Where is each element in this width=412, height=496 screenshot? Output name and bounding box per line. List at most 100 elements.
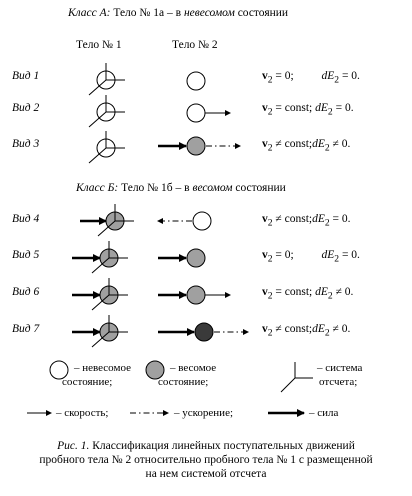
row-label-7: Вид 7 xyxy=(12,323,40,335)
legend-weightless-line-2: состояние; xyxy=(62,376,113,388)
row-label-5: Вид 5 xyxy=(12,249,40,261)
eq-v-symbol: v xyxy=(262,286,268,298)
eq-v-symbol: v xyxy=(262,70,268,82)
eq-v-symbol: v xyxy=(262,213,268,225)
eq-d-symbol: dE xyxy=(312,213,325,225)
row-eq-6: v2 = const; dE2 ≠ 0. xyxy=(262,286,354,302)
frame-icon xyxy=(91,241,128,274)
class-b-state: весомом xyxy=(192,182,233,194)
class-a-body: Тело № 1 xyxy=(113,7,160,19)
eq-d-symbol: dE xyxy=(315,102,328,114)
eq-d-sub: 2 xyxy=(334,253,340,265)
eq-v-relation: = 0; xyxy=(272,249,294,261)
row-2-body-1 xyxy=(88,95,125,128)
eq-d-relation: = 0. xyxy=(339,249,360,261)
frame-icon xyxy=(97,204,134,237)
legend-weightless-icon xyxy=(49,360,69,380)
column-body-1: Тело № 1 xyxy=(76,39,122,51)
eq-d-relation: = 0. xyxy=(339,70,360,82)
legend-weighted-line-2: состояние; xyxy=(158,376,209,388)
eq-d-sub: 2 xyxy=(334,74,340,86)
row-6-body-1 xyxy=(91,278,128,311)
class-b-body-sub: б xyxy=(166,182,173,194)
caption-line-2: пробного тела № 2 относительно пробного … xyxy=(39,453,373,466)
eq-v-sub: 2 xyxy=(267,253,273,265)
class-a-rest-post: состоянии xyxy=(234,7,289,19)
eq-v-symbol: v xyxy=(262,102,268,114)
eq-v-sub: 2 xyxy=(267,106,273,118)
class-a-body-sub: а xyxy=(159,7,165,19)
class-b-body: Тело № 1 xyxy=(121,182,167,194)
row-eq-2: v2 = const; dE2 = 0. xyxy=(262,102,354,118)
eq-d-relation: = 0. xyxy=(329,213,351,225)
frame-icon xyxy=(91,315,128,348)
legend-velocity-label: – скорость; xyxy=(56,407,109,419)
row-eq-1: v2 = 0; dE2 = 0. xyxy=(262,70,360,86)
row-4-body-1 xyxy=(97,204,134,237)
eq-d-relation: ≠ 0. xyxy=(332,286,354,298)
row-7-body-1 xyxy=(91,315,128,348)
caption-fig-label: Рис. 1. xyxy=(57,440,90,452)
legend-frame-line-1: – система xyxy=(317,362,363,374)
eq-v-symbol: v xyxy=(262,323,268,335)
row-eq-3: v2 ≠ const;dE2 ≠ 0. xyxy=(262,138,351,154)
class-a-state: невесомом xyxy=(183,7,235,19)
class-a-label: Класс А: xyxy=(68,7,111,19)
row-5-body-2-weighted xyxy=(186,248,206,268)
legend-frame-icon xyxy=(280,362,313,393)
eq-d-sub: 2 xyxy=(327,106,333,118)
row-5-body-1 xyxy=(91,241,128,274)
eq-d-sub: 2 xyxy=(324,327,330,339)
eq-v-sub: 2 xyxy=(267,327,273,339)
eq-v-relation: = const; xyxy=(272,286,313,298)
eq-v-sub: 2 xyxy=(267,74,273,86)
eq-d-symbol: dE xyxy=(315,286,328,298)
row-label-1: Вид 1 xyxy=(12,70,40,82)
class-b-header: Класс Б: Тело № 1б – в весомом состоянии xyxy=(76,182,286,195)
row-2-body-2-weightless xyxy=(186,103,206,123)
legend-weighted-line-1: – весомое xyxy=(170,362,217,374)
row-eq-4: v2 ≠ const;dE2 = 0. xyxy=(262,213,351,229)
eq-d-relation: = 0. xyxy=(332,102,354,114)
frame-icon xyxy=(88,95,125,128)
eq-d-sub: 2 xyxy=(324,142,330,154)
figure-caption: Рис. 1. Классификация линейных поступате… xyxy=(6,440,406,481)
eq-v-sub: 2 xyxy=(267,142,273,154)
row-6-body-2-weighted xyxy=(186,285,206,305)
eq-v-sub: 2 xyxy=(267,290,273,302)
class-b-rest-pre: – в xyxy=(172,182,193,194)
legend-acceleration-label: – ускорение; xyxy=(174,407,234,419)
eq-v-relation: ≠ const; xyxy=(272,138,313,150)
row-label-4: Вид 4 xyxy=(12,213,40,225)
eq-v-relation: = 0; xyxy=(272,70,294,82)
frame-icon xyxy=(88,131,125,164)
class-a-header: Класс А: Тело № 1а – в невесомом состоян… xyxy=(68,7,289,20)
eq-v-relation: = const; xyxy=(272,102,313,114)
eq-d-relation: ≠ 0. xyxy=(329,138,351,150)
row-eq-5: v2 = 0; dE2 = 0. xyxy=(262,249,360,265)
eq-v-symbol: v xyxy=(262,249,268,261)
caption-line-1-text: Классификация линейных поступательных дв… xyxy=(89,440,355,452)
row-4-body-2-weightless xyxy=(192,211,212,231)
eq-d-symbol: dE xyxy=(312,323,325,335)
row-label-6: Вид 6 xyxy=(12,286,40,298)
caption-line-3: на нем системой отсчета xyxy=(145,467,267,480)
eq-d-sub: 2 xyxy=(327,290,333,302)
eq-d-sub: 2 xyxy=(324,217,330,229)
class-b-rest-post: состоянии xyxy=(232,182,286,194)
row-eq-7: v2 ≠ const;dE2 ≠ 0. xyxy=(262,323,351,339)
legend-force-label: – сила xyxy=(309,407,339,419)
row-1-body-2-weightless xyxy=(186,71,206,91)
eq-d-symbol: dE xyxy=(321,70,335,82)
row-label-2: Вид 2 xyxy=(12,102,40,114)
class-b-label: Класс Б: xyxy=(76,182,119,194)
frame-icon xyxy=(91,278,128,311)
frame-icon xyxy=(88,63,125,96)
eq-d-relation: ≠ 0. xyxy=(329,323,351,335)
eq-v-relation: ≠ const; xyxy=(272,323,313,335)
legend-weightless-line-1: – невесомое xyxy=(74,362,131,374)
row-7-body-2-dark xyxy=(194,322,214,342)
eq-d-symbol: dE xyxy=(321,249,335,261)
row-1-body-1 xyxy=(88,63,125,96)
